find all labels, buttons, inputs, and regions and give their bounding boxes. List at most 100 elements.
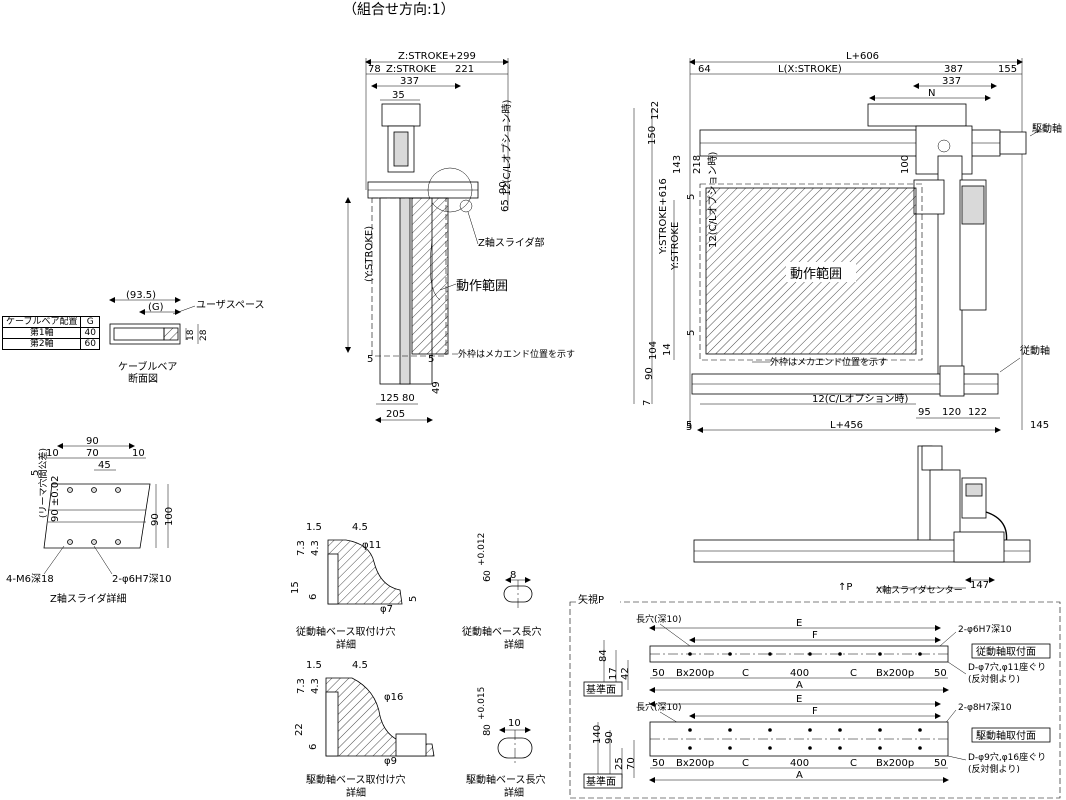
vp-lower-ref: 基準面 [586,775,616,788]
ds-dim: 6 [482,576,493,582]
front-dim-bottom: 145 [1030,420,1049,431]
front-dim-left: 143 [672,155,683,174]
vp-upper-ref: 基準面 [586,683,616,696]
dh-dim: φ11 [362,540,381,551]
side-dim: 221 [455,64,474,75]
vp-lower-bolt-2: (反対側より) [968,763,1020,775]
front-dim-bottom: 5 [686,420,692,431]
vp-lower-dim: 140 [592,725,603,744]
zs-ream: (リーマ穴間公差) [37,448,49,518]
front-dim: 387 [944,64,963,75]
vp-upper-a: A [796,680,803,691]
dv-dim: 6 [308,744,319,750]
side-note-cl: 12(C/Lオプション時) [501,99,513,196]
zs-holes-left: 4-M6深18 [6,573,54,585]
front-dim-total: L+606 [846,51,879,62]
dh-dim: 6 [308,594,319,600]
cable-table-value: 60 [80,338,100,350]
arrow-p: ↑P [838,582,852,593]
front-dim-bottom: 120 [942,407,961,418]
ds-dim: +0.012 [477,533,487,566]
front-dim-left: 122 [650,101,661,120]
vp-upper-seg: Bx200p [876,668,914,679]
ds-dim: 0 [483,570,493,576]
front-dim-bottom: 95 [918,407,931,418]
side-view: Z:STROKE+299 78 Z:STROKE 221 337 35 12(C… [345,51,575,423]
vp-upper-f: F [812,630,818,641]
zs-dim: 70 [86,448,99,459]
vp-upper-seg: 50 [934,668,947,679]
z-slider-detail: 90 10 70 10 45 5 90 100 (リーマ穴間公差) 90 ±0.… [6,436,175,605]
vp-upper-holes: 2-φ6H7深10 [958,624,1012,635]
ds-caption-2: 詳細 [504,638,524,651]
side-dim-bottom: 5 [367,354,373,365]
vp-upper-slot: 長穴(深10) [636,613,681,625]
vp-lower-f: F [812,706,818,717]
dvs-dim: 0 [483,724,493,730]
front-y-stroke-616: Y:STROKE+616 [658,178,669,255]
dv-caption-2: 詳細 [346,786,366,799]
side-dim: 35 [392,90,405,101]
drawing-title: （組合せ方向:1） [343,2,455,18]
dv-dim: φ9 [384,756,397,767]
dvs-dim: 10 [508,718,521,729]
cable-dim: 18 [186,329,196,341]
vp-lower-a: A [796,770,803,781]
front-view: L+606 64 L(X:STROKE) 387 155 337 N 駆動軸 動… [633,51,1062,433]
driven-slot-detail: 6 +0.012 0 8 従動軸ベース長穴 詳細 [462,533,542,651]
side-dim: 78 [368,64,381,75]
vp-lower-seg: C [742,758,749,769]
vp-upper-dim: 42 [620,667,631,680]
dh-dim: φ7 [380,604,393,615]
view-p: 矢視P E F 長穴(深10) 2-φ6H7深10 従動軸取付面 84 17 4… [569,593,1061,799]
cable-section-caption-2: 断面図 [128,372,158,385]
dh-dim: 4.3 [310,540,321,556]
dvs-caption-2: 詳細 [504,786,524,799]
side-dim-right: 65 [500,199,511,212]
side-dim-bottom: 5 [428,354,434,365]
side-dim: Z:STROKE [386,64,436,75]
z-slider-label: Z軸スライダ部 [478,236,544,249]
front-dim-n: N [928,88,935,99]
front-dim-5: 5 [686,194,697,200]
front-dim-left: 5 [686,330,697,336]
zs-dim: 10 [46,448,59,459]
front-note-cl-h: 12(C/Lオプション時) [812,393,909,405]
vp-lower-seg: 400 [790,758,809,769]
vp-upper-seg: C [742,668,749,679]
side-dim-total: Z:STROKE+299 [398,51,476,62]
bottom-view: ↑P X軸スライダセンター 147 [693,445,1031,596]
dv-caption: 駆動軸ベース取付け穴 [306,773,406,786]
dvs-dim: 8 [482,730,493,736]
side-dim-bottom: 205 [386,409,405,420]
vp-upper-bolt-2: (反対側より) [968,673,1020,685]
vp-upper-bolt: D-φ7穴,φ11座ぐり [968,661,1046,673]
vp-lower-dim: 90 [604,731,615,744]
dh-dim: 1.5 [306,522,322,533]
dv-dim: 1.5 [306,660,322,671]
side-dim-bottom: 49 [431,381,442,394]
dvs-dim: +0.015 [477,687,487,720]
vp-lower-e: E [796,694,802,705]
front-note-cl-v: 12(C/Lオプション時) [707,151,719,248]
dh-dim: 15 [290,581,301,594]
side-dim-bottom: 80 [402,393,415,404]
vp-lower-slot: 長穴(深10) [636,701,681,713]
front-dim-left: 218 [692,155,703,174]
driven-hole-detail: 1.5 4.5 7.3 4.3 φ11 15 6 5 φ7 従動軸ベース取付け穴… [290,522,419,651]
drive-hole-detail: 1.5 4.5 7.3 4.3 φ16 22 6 φ9 駆動軸ベース取付け穴 詳… [294,660,435,799]
front-dim-left: 14 [662,343,673,356]
side-outer-note: 外枠はメカエンド位置を示す [458,348,575,360]
vp-lower-seg: C [850,758,857,769]
vp-upper-seg: Bx200p [676,668,714,679]
dvs-caption: 駆動軸ベース長穴 [466,773,546,786]
zs-dim: 100 [164,507,175,526]
view-p-title: 矢視P [578,593,604,606]
front-outer-note: 外枠はメカエンド位置を示す [770,356,887,368]
cable-dim: (G) [148,302,164,313]
front-dim-bottom: L+456 [830,420,863,431]
front-y-stroke: Y:STROKE [670,222,681,271]
